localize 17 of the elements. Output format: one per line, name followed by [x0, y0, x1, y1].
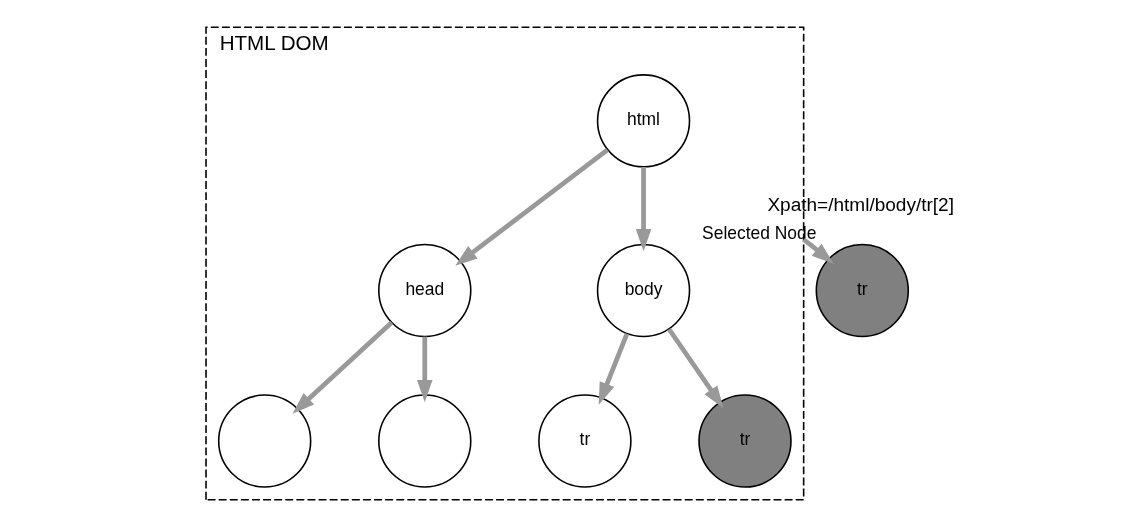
- arrow: [292, 320, 394, 414]
- node-circle: [378, 394, 472, 488]
- edge-label: Xpath=/html/body/tr[2]: [767, 193, 955, 215]
- node-circle: tr: [538, 394, 632, 488]
- node-circle: tr: [698, 394, 792, 488]
- node-circle: head: [378, 243, 472, 338]
- node-circle: tr: [815, 243, 910, 338]
- node-label: Selected Node: [702, 223, 817, 244]
- arrow: [667, 327, 724, 409]
- arrow: [417, 336, 433, 403]
- arrow: [802, 237, 834, 264]
- node-circle: [217, 394, 312, 488]
- node-circle: html: [596, 74, 691, 168]
- arrow: [598, 333, 630, 405]
- arrow: [635, 167, 652, 252]
- node-circle: body: [596, 243, 691, 338]
- arrow: [455, 148, 609, 266]
